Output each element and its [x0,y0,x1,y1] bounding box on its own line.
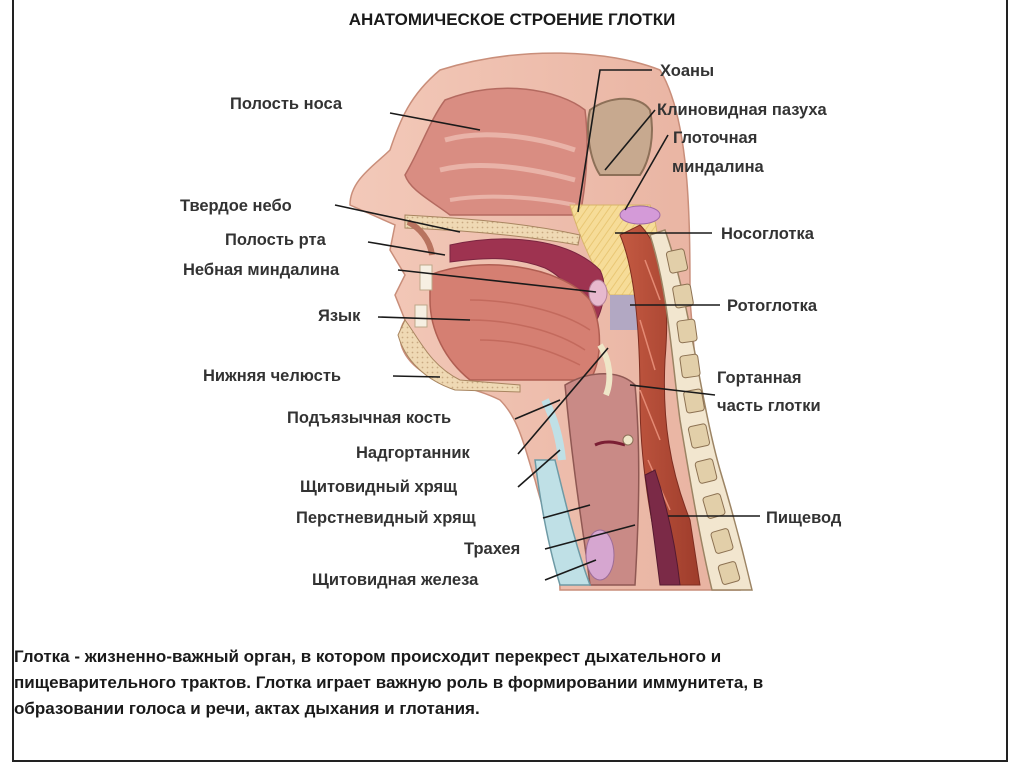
label-mandible: Нижняя челюсть [203,367,342,385]
label-laryngopharynx-line2: часть глотки [717,397,821,415]
label-nasopharynx: Носоглотка [721,225,814,243]
slide-title: АНАТОМИЧЕСКОЕ СТРОЕНИЕ ГЛОТКИ [348,10,676,29]
label-choanae: Хоаны [660,62,715,80]
nasal-cavity-shape [404,87,588,216]
description-text: Глотка - жизненно-важный орган, в которо… [14,644,1004,722]
esophagus-shape [644,469,681,586]
epiglottis-shape [597,343,613,397]
label-cricoid-cartilage: Перстневидный хрящ [296,509,476,527]
description-line-2: пищеварительного трактов. Глотка играет … [14,673,764,692]
label-pharyngeal-tonsil-line2: миндалина [672,158,764,176]
label-palatine-tonsil: Небная миндалина [183,261,340,279]
leader-lines-right [577,69,760,517]
label-thyroid-gland: Щитовидная железа [312,571,479,589]
label-esophagus: Пищевод [766,509,842,527]
tongue-shape [429,264,601,381]
thyroid-gland-shape [585,529,615,581]
slide-frame [12,0,1008,762]
label-tongue: Язык [318,307,361,325]
label-trachea: Трахея [464,540,521,558]
sphenoid-sinus-shape [587,97,653,176]
mandible-shape [397,319,521,393]
vertebral-column [649,229,753,591]
label-oropharynx: Ротоглотка [727,297,818,315]
label-oral-cavity: Полость рта [225,231,326,249]
label-sphenoid-sinus: Клиновидная пазуха [657,101,827,119]
label-epiglottis: Надгортанник [356,444,470,462]
label-thyroid-cartilage: Щитовидный хрящ [300,478,458,496]
trachea-shape [534,459,592,586]
label-hyoid-bone: Подъязычная кость [287,409,452,427]
description-line-3: образовании голоса и речи, актах дыхания… [14,699,480,718]
pharyngeal-tonsil-shape [619,205,661,225]
leader-lines-left [334,112,636,581]
label-nasal-cavity: Полость носа [230,95,343,113]
palatine-tonsil-shape [588,279,608,307]
label-pharyngeal-tonsil-line1: Глоточная [673,129,758,147]
larynx-shape [564,373,640,586]
description-line-1: Глотка - жизненно-важный орган, в которо… [14,647,722,666]
label-hard-palate: Твердое небо [180,197,292,215]
label-laryngopharynx-line1: Гортанная [717,369,802,387]
pharynx-anatomy-diagram [334,52,760,591]
